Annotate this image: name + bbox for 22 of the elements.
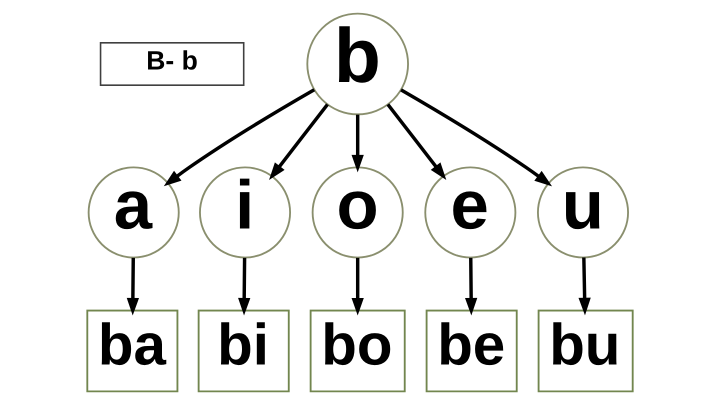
arrow: [126, 258, 139, 316]
arrow: [238, 258, 250, 316]
arrow: [352, 114, 364, 172]
node-circle: e: [424, 166, 516, 258]
arrow: [352, 258, 364, 316]
node-box: bi: [198, 310, 290, 392]
node-circle: u: [537, 166, 629, 258]
node-box: B- b: [100, 42, 244, 86]
node-circle: i: [199, 166, 292, 258]
node-circle: b: [306, 12, 409, 116]
arrow: [400, 88, 552, 186]
node-box: ba: [86, 310, 178, 392]
arrow: [578, 257, 591, 316]
arrow: [269, 103, 329, 180]
arrow: [386, 103, 446, 180]
node-box: be: [426, 310, 518, 392]
node-box: bo: [310, 310, 406, 392]
arrow: [465, 258, 478, 316]
node-box: bu: [538, 310, 634, 392]
node-circle: o: [312, 166, 404, 258]
arrow: [164, 88, 316, 186]
node-circle: a: [88, 166, 180, 258]
